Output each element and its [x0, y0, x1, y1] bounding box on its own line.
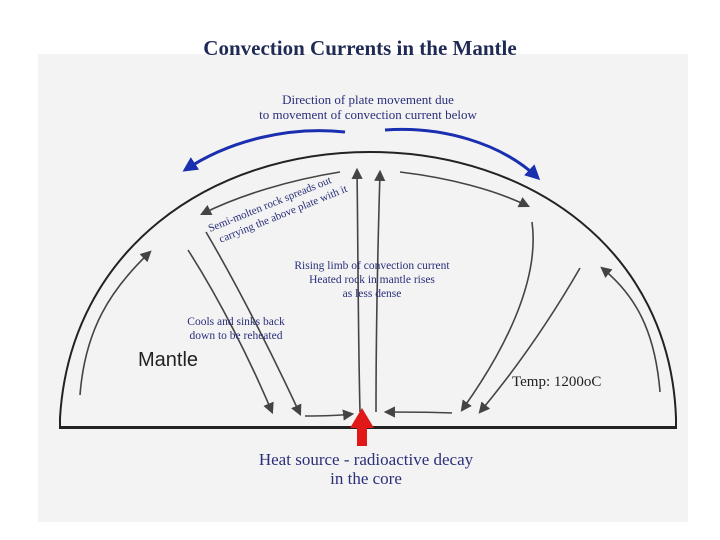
sinking-arrow-left-inner [205, 231, 302, 417]
rising-label-2: Heated rock in mantle rises [309, 274, 435, 286]
sinking-arrow-right-outer [460, 221, 534, 412]
plate-movement-label-1: Direction of plate movement due [282, 92, 454, 107]
mantle-label: Mantle [138, 349, 198, 371]
heat-source-arrow [350, 408, 374, 446]
plate-movement-arrow-right [384, 127, 541, 181]
convection-arrows [79, 167, 661, 421]
rising-limb-arrow-right [374, 169, 386, 413]
cooling-label-1: Cools and sinks back [187, 316, 285, 328]
outer-rising-arrow-left [79, 250, 152, 396]
rising-label-1: Rising limb of convection current [294, 260, 450, 272]
sinking-arrow-right-inner [478, 267, 581, 414]
mantle-boundary [59, 150, 677, 429]
bottom-inflow-arrow-left [304, 409, 355, 421]
heat-source-label-2: in the core [330, 469, 402, 488]
plate-movement-arrow-left [182, 129, 346, 172]
spread-arrow-left [199, 171, 341, 216]
heat-source-label-1: Heat source - radioactive decay [259, 450, 474, 469]
bottom-inflow-arrow-right [383, 406, 453, 418]
temp-label: Temp: 1200oC [512, 374, 601, 390]
cooling-label-2: down to be reheated [190, 330, 283, 342]
plate-movement-label-2: to movement of convection current below [259, 107, 477, 122]
spread-arrow-right [399, 171, 531, 208]
rising-limb-arrow-left [351, 167, 363, 413]
rising-label-3: as less dense [343, 288, 402, 300]
sinking-arrow-left-outer [187, 249, 274, 415]
diagram-title: Convection Currents in the Mantle [203, 36, 517, 60]
outer-rising-arrow-right [600, 266, 661, 393]
